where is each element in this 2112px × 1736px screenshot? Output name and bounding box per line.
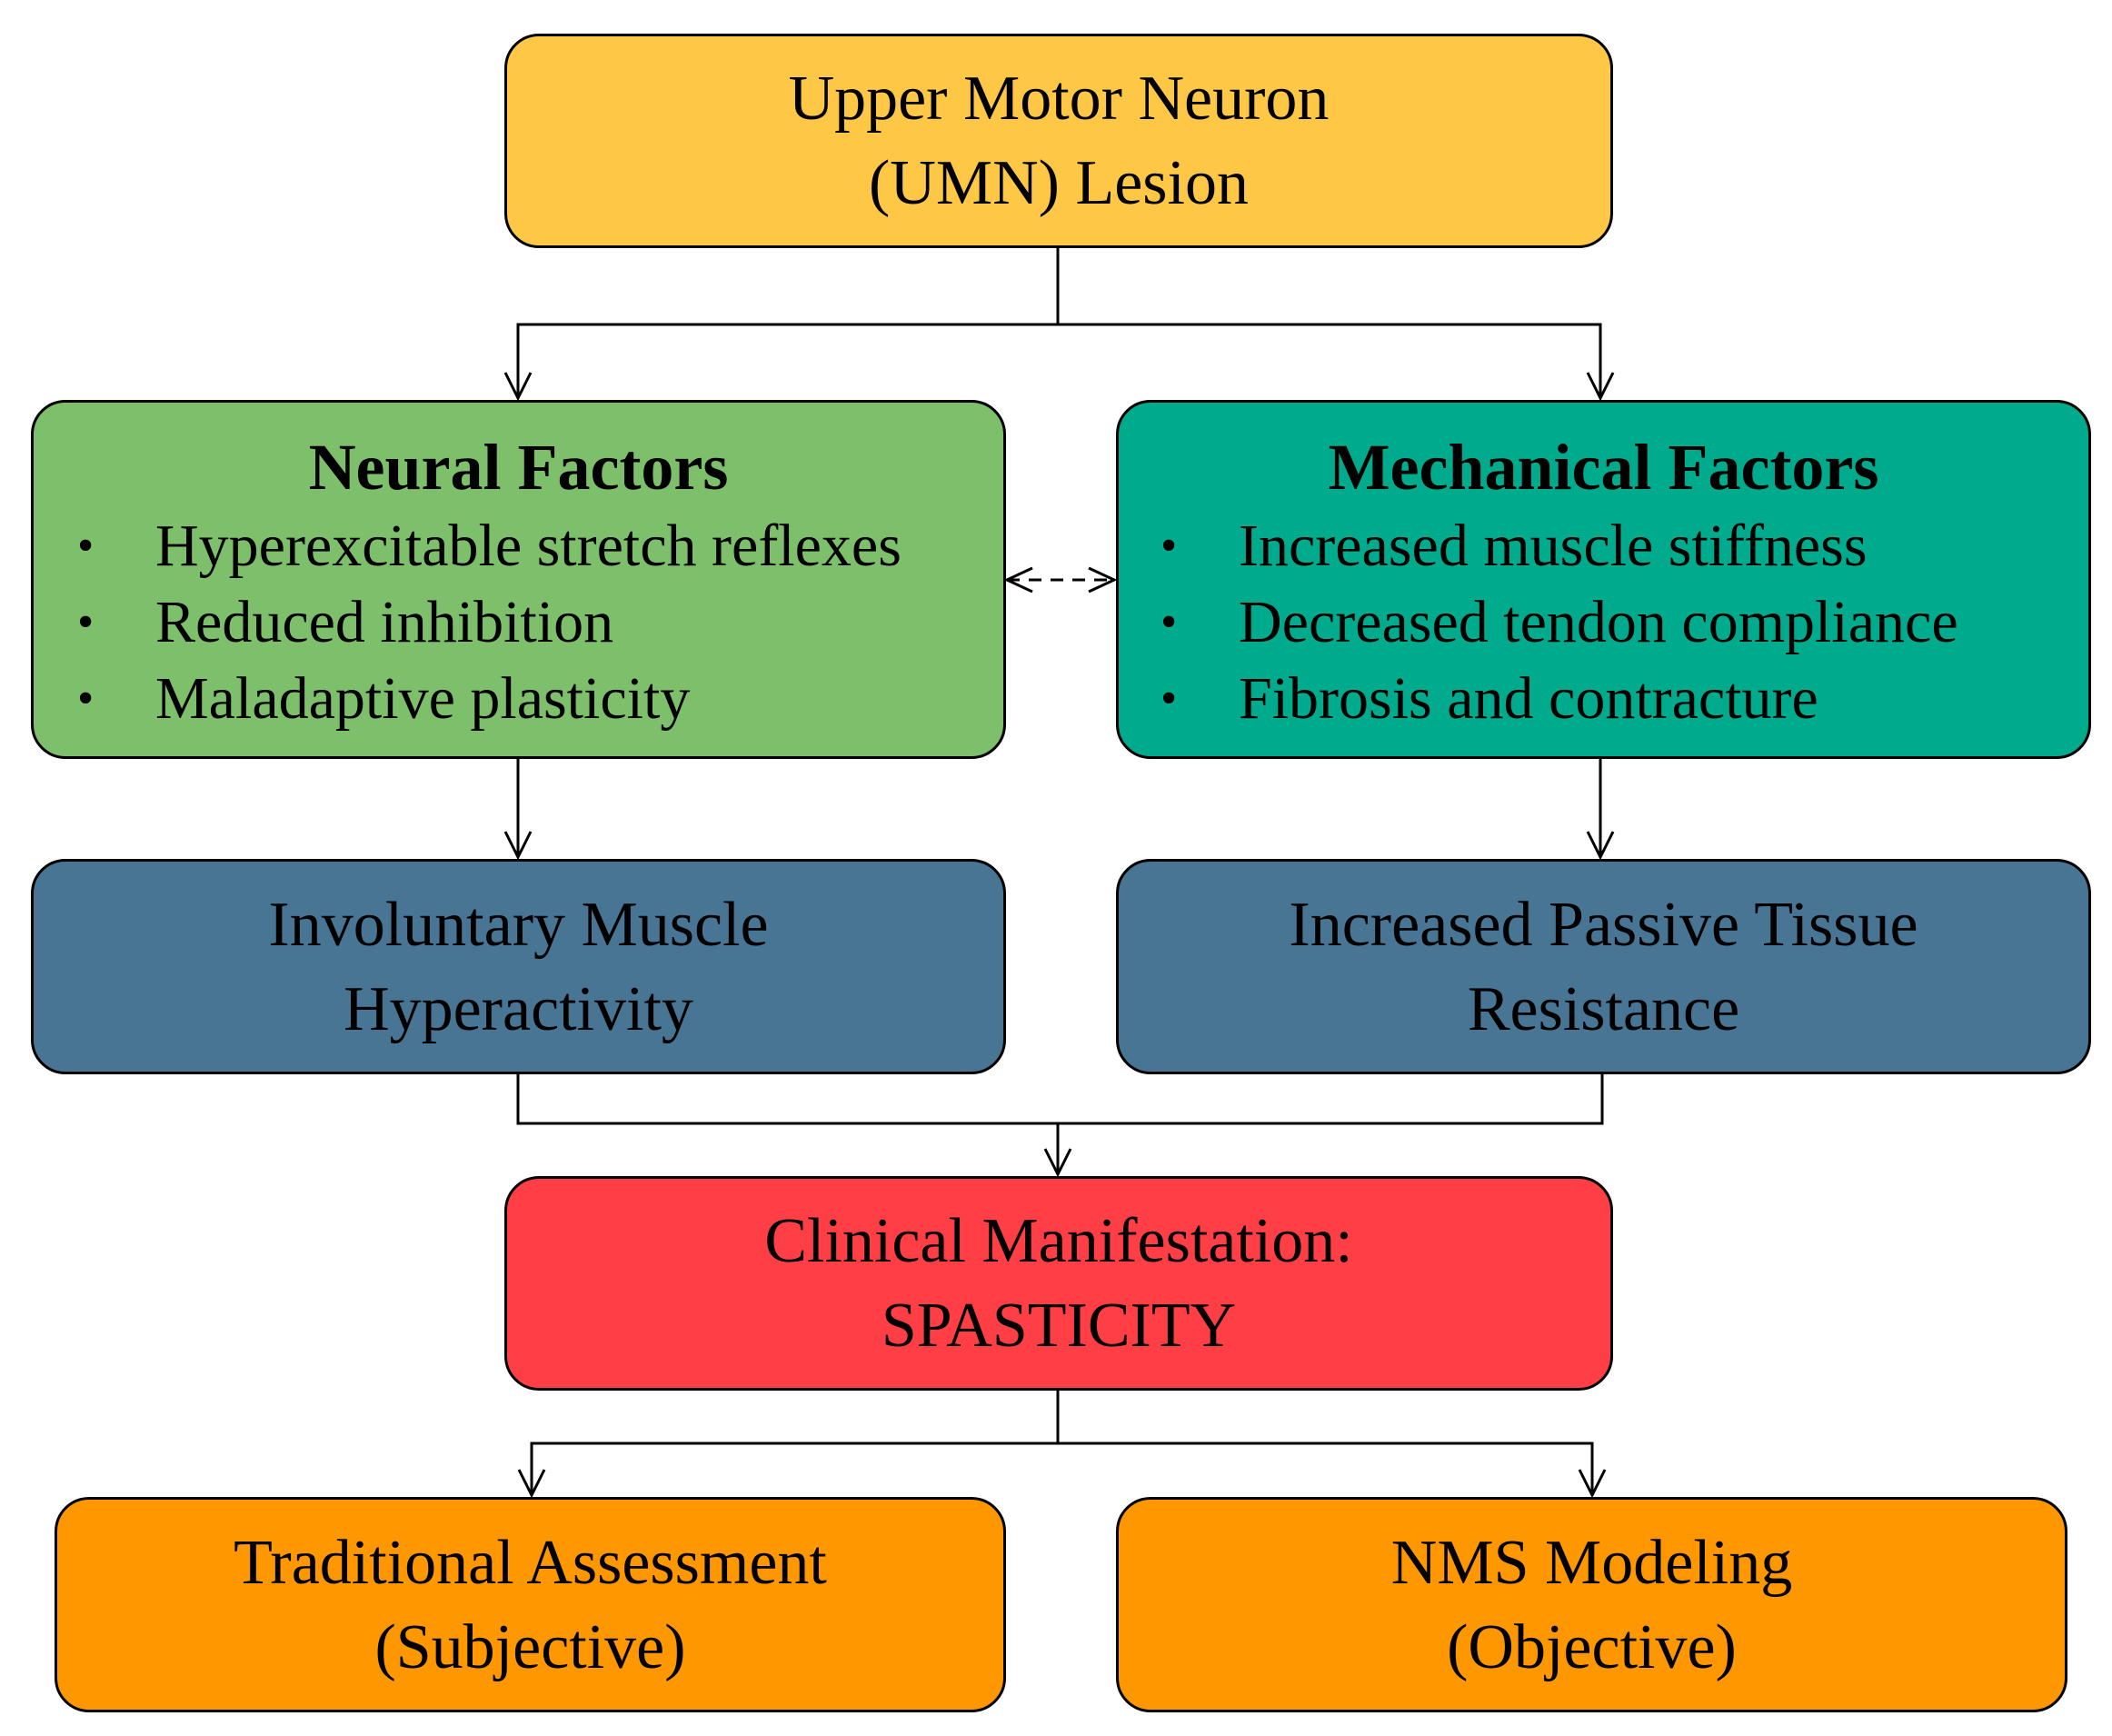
neural-factor-item: Hyperexcitable stretch reflexes xyxy=(155,513,902,579)
arrowhead-bidirectional-left xyxy=(1003,566,1033,594)
mechanical-factors-title: Mechanical Factors xyxy=(1328,431,1879,504)
traditional-assessment-box: Traditional Assessment (Subjective) xyxy=(55,1497,1006,1712)
connector-manifestation-split xyxy=(530,1390,1060,1495)
neural-factor-item: Maladaptive plasticity xyxy=(155,665,691,732)
involuntary-line2: Hyperactivity xyxy=(344,973,693,1044)
umn-lesion-line1: Upper Motor Neuron xyxy=(788,64,1330,134)
arrowhead-traditional xyxy=(517,1469,546,1499)
list-item: • Reduced inhibition xyxy=(34,584,1003,661)
bullet-icon: • xyxy=(1161,520,1178,572)
umn-lesion-box: Upper Motor Neuron (UMN) Lesion xyxy=(504,34,1613,248)
passive-line2: Resistance xyxy=(1467,973,1740,1044)
neural-factors-box: Neural Factors • Hyperexcitable stretch … xyxy=(31,400,1006,759)
traditional-line2: (Subjective) xyxy=(374,1611,686,1682)
mechanical-factors-list: • Increased muscle stiffness • Decreased… xyxy=(1119,508,2088,737)
arrowhead-bidirectional-right xyxy=(1088,566,1118,594)
manifestation-line1: Clinical Manifestation: xyxy=(764,1206,1353,1276)
neural-factors-list: • Hyperexcitable stretch reflexes • Redu… xyxy=(34,508,1003,737)
connector-effects-merge xyxy=(516,1073,1604,1125)
bullet-icon: • xyxy=(77,520,95,572)
manifestation-line2: SPASTICITY xyxy=(881,1291,1237,1361)
bullet-icon: • xyxy=(1161,673,1178,724)
list-item: • Decreased tendon compliance xyxy=(1119,584,2088,661)
list-item: • Fibrosis and contracture xyxy=(1119,661,2088,737)
clinical-manifestation-box: Clinical Manifestation: SPASTICITY xyxy=(504,1176,1613,1391)
list-item: • Hyperexcitable stretch reflexes xyxy=(34,508,1003,584)
mechanical-factors-box: Mechanical Factors • Increased muscle st… xyxy=(1116,400,2091,759)
arrowhead-manifestation xyxy=(1043,1148,1072,1178)
bullet-icon: • xyxy=(77,673,95,724)
bullet-icon: • xyxy=(77,596,95,648)
list-item: • Maladaptive plasticity xyxy=(34,661,1003,737)
nms-line1: NMS Modeling xyxy=(1390,1527,1793,1598)
nms-line2: (Objective) xyxy=(1447,1611,1737,1682)
arrowhead-nms xyxy=(1578,1469,1607,1499)
mechanical-factor-item: Fibrosis and contracture xyxy=(1239,665,1818,732)
list-item: • Increased muscle stiffness xyxy=(1119,508,2088,584)
neural-factor-item: Reduced inhibition xyxy=(155,589,614,655)
neural-factors-title: Neural Factors xyxy=(308,431,729,504)
arrowhead-involuntary xyxy=(503,831,533,861)
arrowhead-mechanical xyxy=(1586,372,1615,402)
involuntary-line1: Involuntary Muscle xyxy=(268,889,769,960)
connector-umn-to-neural xyxy=(516,247,1060,398)
connector-manifestation-to-nms xyxy=(1058,1442,1594,1495)
bullet-icon: • xyxy=(1161,596,1178,648)
arrowhead-passive xyxy=(1586,831,1615,861)
connector-umn-to-mechanical xyxy=(1058,323,1602,398)
arrowhead-neural xyxy=(503,372,533,402)
involuntary-hyperactivity-box: Involuntary Muscle Hyperactivity xyxy=(31,859,1006,1074)
traditional-line1: Traditional Assessment xyxy=(234,1527,827,1598)
mechanical-factor-item: Increased muscle stiffness xyxy=(1239,513,1868,579)
mechanical-factor-item: Decreased tendon compliance xyxy=(1239,589,1958,655)
passive-resistance-box: Increased Passive Tissue Resistance xyxy=(1116,859,2091,1074)
nms-modeling-box: NMS Modeling (Objective) xyxy=(1116,1497,2067,1712)
umn-lesion-line2: (UMN) Lesion xyxy=(869,148,1249,218)
passive-line1: Increased Passive Tissue xyxy=(1289,889,1918,960)
